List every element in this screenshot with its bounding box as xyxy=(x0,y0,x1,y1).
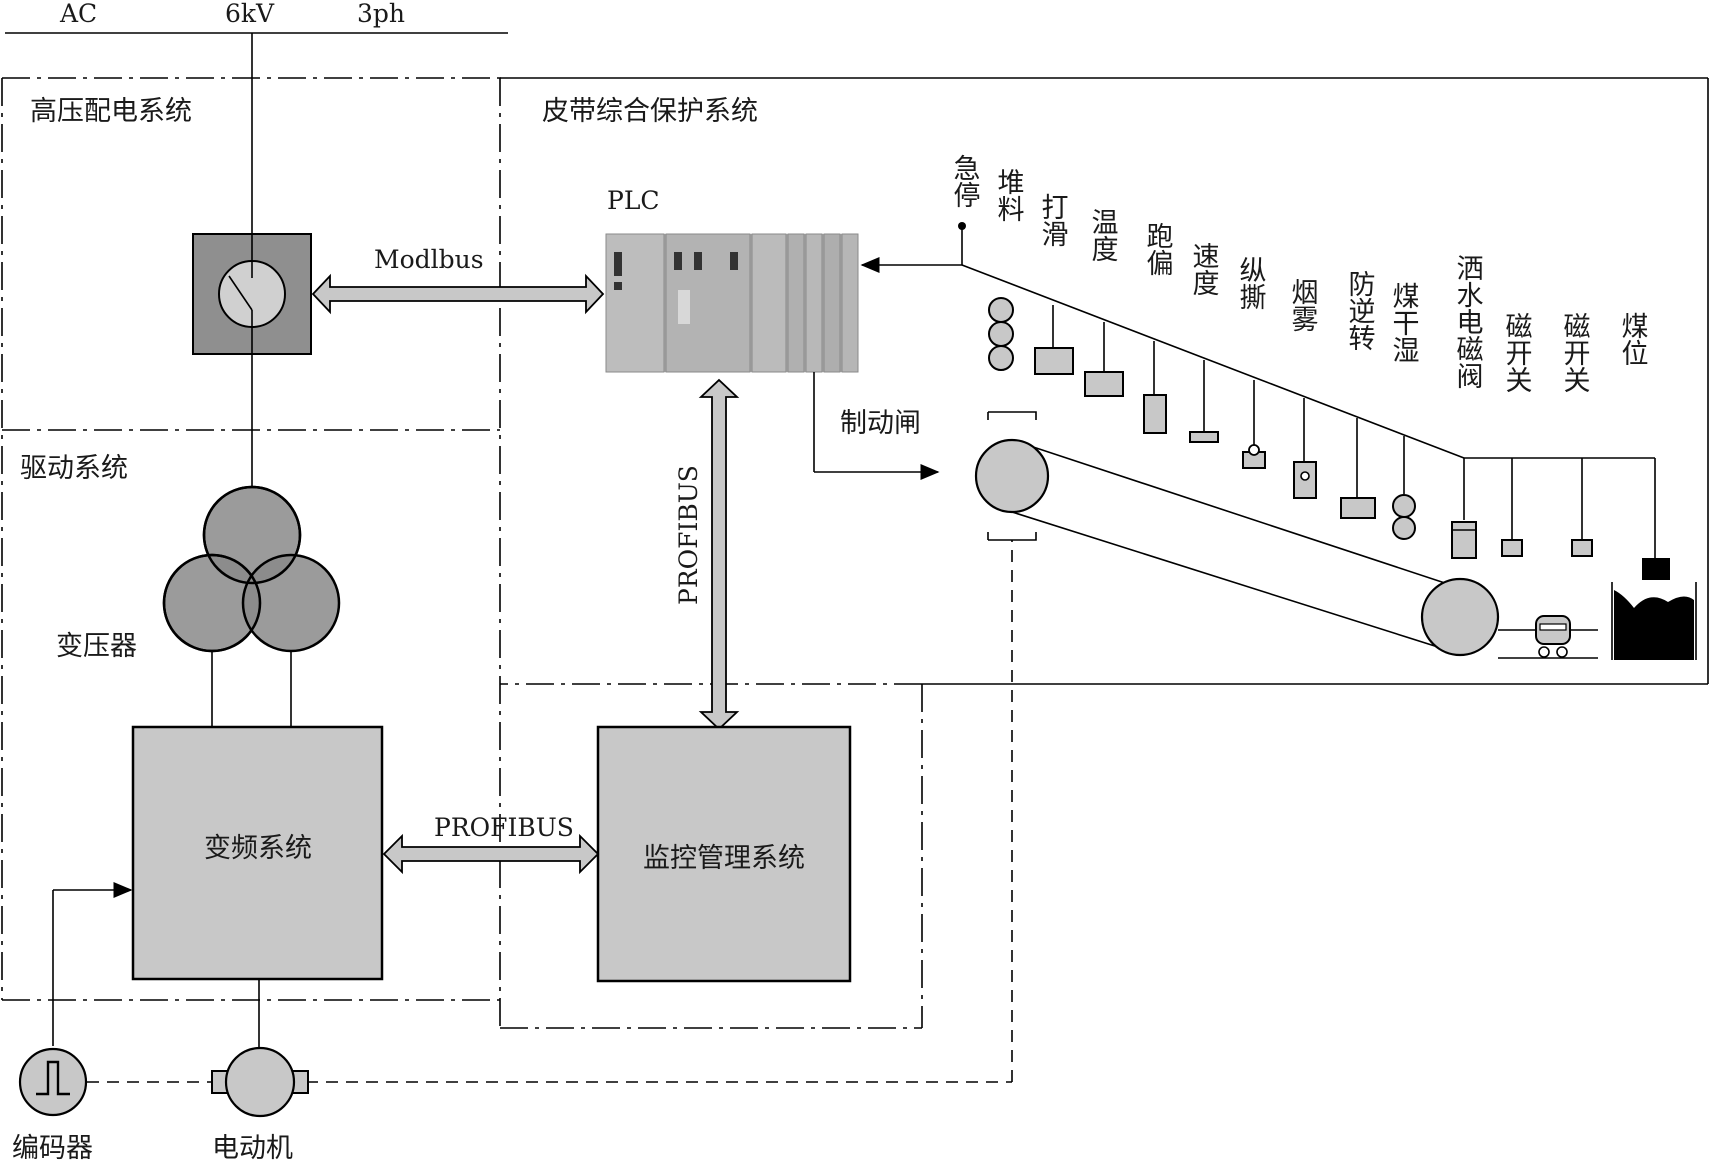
sensor-label-tear: 纵撕 xyxy=(1235,256,1267,310)
sensor-label-coal-moisture: 煤干湿 xyxy=(1388,282,1420,363)
speed-sensor-icon xyxy=(1189,360,1219,443)
hv-region-label: 高压配电系统 xyxy=(30,96,192,127)
profibus-vertical-label: PROFIBUS xyxy=(674,465,703,605)
sensor-label-coal-level: 煤位 xyxy=(1617,312,1649,366)
brake-label: 制动闸 xyxy=(840,408,921,439)
sensor-label-spray-valve: 洒水电磁阀 xyxy=(1452,254,1484,389)
supply-voltage-label: 6kV xyxy=(225,0,275,28)
modbus-label: Modlbus xyxy=(374,245,484,274)
transformer-label: 变压器 xyxy=(56,631,137,662)
sensor-label-deviation: 跑偏 xyxy=(1142,222,1174,276)
profibus-horizontal-label: PROFIBUS xyxy=(434,813,574,842)
sensor-label-speed: 速度 xyxy=(1188,242,1220,296)
transformer-icon xyxy=(162,485,341,653)
sensor-label-mag-switch-2: 磁开关 xyxy=(1559,312,1591,393)
motor-icon xyxy=(211,1046,309,1118)
anti-reverse-sensor-icon xyxy=(1340,418,1376,519)
modbus-link-arrow xyxy=(311,273,605,315)
estop-contact xyxy=(958,222,966,230)
sensor-bus-diagonal xyxy=(961,264,1465,459)
tear-sensor-icon xyxy=(1242,380,1266,469)
profibus-horizontal-arrow xyxy=(382,833,600,875)
monitor-box xyxy=(596,725,852,983)
pileup-sensor-icon xyxy=(988,297,1014,371)
breaker-blade xyxy=(228,275,253,311)
coal-cart-icon xyxy=(1498,615,1598,659)
motor-label: 电动机 xyxy=(212,1133,293,1161)
coal-moisture-sensor-icon xyxy=(1392,436,1416,540)
deviation-sensor-icon xyxy=(1143,341,1167,434)
sensor-label-estop: 急停 xyxy=(949,154,981,208)
temperature-sensor-icon xyxy=(1084,322,1124,397)
sensor-label-anti-reverse: 防逆转 xyxy=(1344,270,1375,351)
profibus-vertical-arrow xyxy=(698,378,740,731)
vfd-box xyxy=(131,725,384,981)
head-pulley xyxy=(974,438,1050,514)
brake-bracket-icon xyxy=(987,411,1037,541)
sensor-label-slip: 打滑 xyxy=(1037,193,1068,247)
vfd-label: 变频系统 xyxy=(204,833,312,864)
supply-phase-label: 3ph xyxy=(357,0,405,28)
smoke-sensor-icon xyxy=(1293,398,1317,499)
drive-region-label: 驱动系统 xyxy=(20,453,128,484)
spray-valve-icon xyxy=(1451,458,1477,559)
monitor-label: 监控管理系统 xyxy=(643,843,805,874)
mag-switch-2-icon xyxy=(1571,458,1593,557)
sensor-label-pileup: 堆料 xyxy=(993,168,1025,222)
coal-level-sensor-icon xyxy=(1642,458,1670,580)
coal-bunker-icon xyxy=(1611,582,1697,660)
slip-sensor-icon xyxy=(1034,305,1074,375)
conveyor-belt xyxy=(974,438,1500,657)
plc-label: PLC xyxy=(607,186,660,215)
mag-switch-1-icon xyxy=(1501,458,1523,557)
belt-region-label: 皮带综合保护系统 xyxy=(542,96,758,127)
encoder-label: 编码器 xyxy=(12,1133,93,1161)
plc-rack xyxy=(605,233,859,373)
sensor-label-temperature: 温度 xyxy=(1087,208,1119,262)
supply-ac-label: AC xyxy=(59,0,97,28)
tail-pulley xyxy=(1420,577,1500,657)
sensor-label-smoke: 烟雾 xyxy=(1287,278,1319,332)
encoder-icon xyxy=(18,1047,88,1117)
sensor-label-mag-switch-1: 磁开关 xyxy=(1501,312,1533,393)
